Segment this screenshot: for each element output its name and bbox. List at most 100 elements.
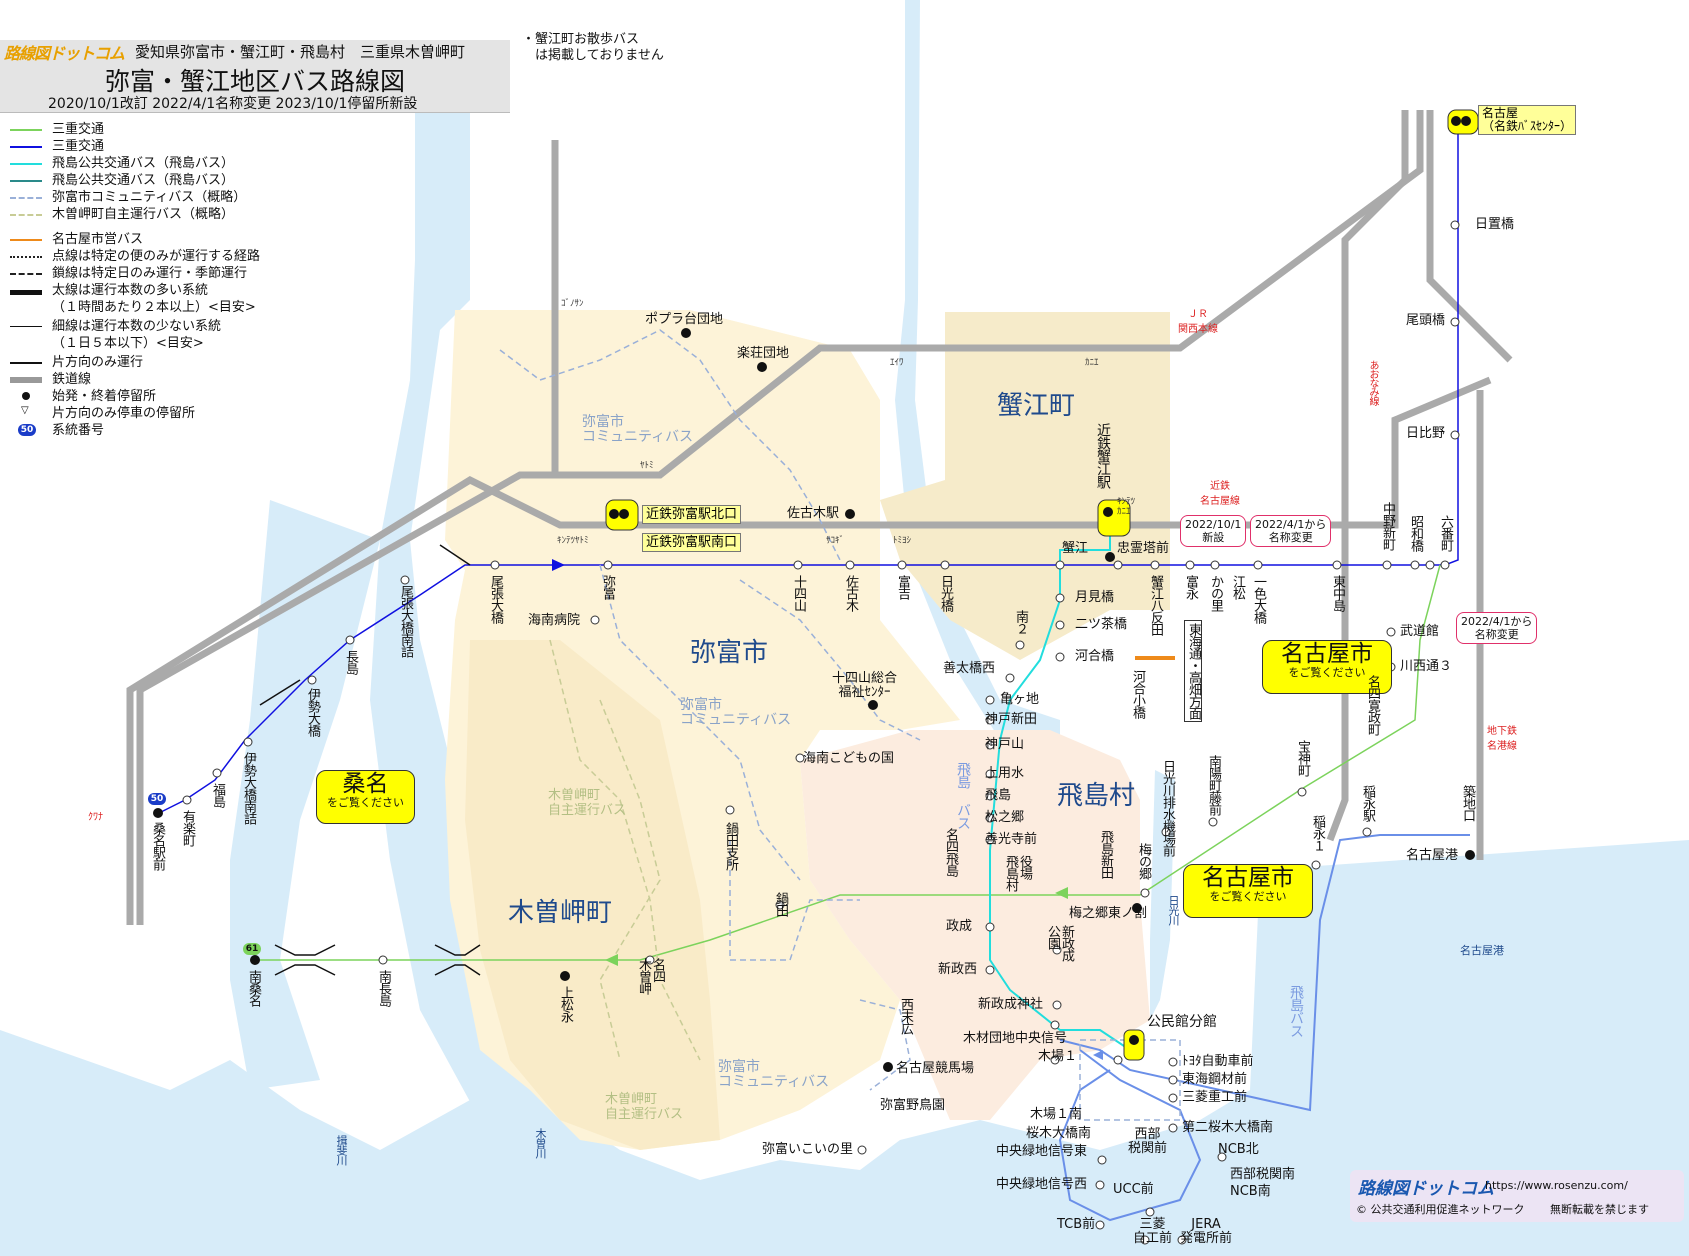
- stop-mitsubishi-jiko[interactable]: 三菱 自工前: [1133, 1217, 1173, 1246]
- stop-nikkogawa-haisui[interactable]: 日光川排水機場前: [1160, 760, 1175, 856]
- stop-kanie[interactable]: 蟹江: [1062, 541, 1089, 556]
- stop-ncb-kita[interactable]: NCB北: [1218, 1142, 1259, 1157]
- stop-ariraku[interactable]: 有楽町: [180, 810, 195, 846]
- stop-kanosato[interactable]: かの里: [1208, 575, 1223, 611]
- stop-tcb[interactable]: TCB前: [1057, 1217, 1096, 1232]
- stop-shinseisei-nishi[interactable]: 新政西: [938, 962, 978, 977]
- site-logo[interactable]: 路線図ドットコム: [4, 44, 125, 63]
- stop-kamiyosui[interactable]: 上用水: [985, 766, 1025, 781]
- stop-takaramachi[interactable]: 宝神町: [1295, 740, 1310, 776]
- terminal-kintetsu-yatomi-north[interactable]: 近鉄弥富駅北口: [642, 505, 742, 524]
- terminal-kintetsu-yatomi-south[interactable]: 近鉄弥富駅南口: [642, 533, 742, 552]
- stop-sakogi[interactable]: 佐古木: [843, 575, 858, 611]
- stop-tomiyoshi[interactable]: 富吉: [895, 575, 910, 599]
- stop-hiokibashi[interactable]: 日置橋: [1475, 217, 1515, 232]
- stop-seibu-zeikan[interactable]: 西部 税関前: [1128, 1127, 1168, 1156]
- stop-kamimatsunaga[interactable]: 上松永: [558, 986, 573, 1022]
- stop-fukushima[interactable]: 福島: [210, 783, 225, 807]
- stop-chureito[interactable]: 忠霊塔前: [1117, 541, 1170, 556]
- stop-shinseisei-jinja[interactable]: 新政成神社: [978, 997, 1044, 1012]
- stop-kiba1[interactable]: 木場１: [1038, 1049, 1078, 1064]
- stop-yakuba[interactable]: 役場 飛島村: [1003, 855, 1032, 891]
- stop-kuwana-eki[interactable]: 桑名駅前: [150, 822, 165, 870]
- footer-url[interactable]: https://www.rosenzu.com/: [1485, 1179, 1628, 1192]
- stop-tomie[interactable]: 富永: [1183, 575, 1198, 599]
- stop-nagoyako[interactable]: 名古屋港: [1406, 848, 1459, 863]
- stop-kawai[interactable]: 河合橋: [1075, 649, 1115, 664]
- stop-chuo-ryokuchi-higashi[interactable]: 中央緑地信号東: [996, 1144, 1088, 1159]
- stop-kaiyo-hospital[interactable]: 海南病院: [528, 613, 581, 628]
- stop-kobe-shinden[interactable]: 神戸新田: [985, 712, 1038, 727]
- stop-isshiki[interactable]: 一色大橋: [1251, 575, 1266, 623]
- stop-inae-eki[interactable]: 稲永駅: [1360, 785, 1375, 821]
- stop-tsukiji[interactable]: 築地口: [1460, 785, 1475, 821]
- stop-juushiyama[interactable]: 十四山: [791, 575, 806, 611]
- stop-tobishima-shinden[interactable]: 飛島新田: [1098, 830, 1113, 878]
- stop-chuo-ryokuchi-nishi[interactable]: 中央緑地信号西: [996, 1177, 1088, 1192]
- stop-jushiyama-center[interactable]: 十四山総合 福祉ｾﾝﾀｰ: [832, 671, 898, 700]
- stop-nikkobashi[interactable]: 日光橋: [938, 575, 953, 611]
- stop-kiba1-minami[interactable]: 木場１南: [1030, 1107, 1083, 1122]
- stop-sakogi-station[interactable]: 佐古木駅: [787, 506, 840, 521]
- stop-meishi-tobishima[interactable]: 名四飛島: [943, 828, 958, 876]
- stop-nabeta[interactable]: 鍋田: [773, 892, 788, 916]
- stop-kawai-kobashi[interactable]: 河合小橋: [1130, 670, 1145, 718]
- stop-nabeta-shisho[interactable]: 鍋田支所: [723, 822, 738, 870]
- stop-minami-nagashima[interactable]: 南長島: [376, 970, 391, 1006]
- stop-mitsubishi-jukogyo[interactable]: 三菱重工前: [1182, 1090, 1248, 1105]
- stop-poplar[interactable]: ポプラ台団地: [645, 312, 724, 327]
- stop-mokuzai[interactable]: 木材団地中央信号: [963, 1031, 1068, 1046]
- stop-tokai-kozai[interactable]: 東海鋼材前: [1182, 1072, 1248, 1087]
- stop-nagashima[interactable]: 長島: [343, 650, 358, 674]
- terminal-kanie-station[interactable]: 近鉄蟹江駅: [1095, 423, 1111, 488]
- stop-hibino[interactable]: 日比野: [1406, 426, 1446, 441]
- stop-tobishima[interactable]: 飛島: [985, 788, 1012, 803]
- stop-higashinaka[interactable]: 東中島: [1330, 575, 1345, 611]
- stop-sakuragi-ohashi-minami[interactable]: 桜木大橋南: [1026, 1126, 1092, 1141]
- stop-umenogo[interactable]: 梅の郷: [1136, 843, 1151, 879]
- stop-seisei[interactable]: 政成: [946, 919, 973, 934]
- stop-zenkoji[interactable]: 善光寺前: [985, 832, 1038, 847]
- stop-umenogo-higashi[interactable]: 梅之郷東ノ割: [1069, 906, 1148, 921]
- nagoya-ref-box-2[interactable]: 名古屋市をご覧ください: [1183, 864, 1313, 918]
- terminal-todo-takabata[interactable]: 東海通・高畑方面: [1184, 620, 1202, 722]
- stop-kaiyo-kodomo[interactable]: 海南こどもの国: [803, 751, 895, 766]
- terminal-kominkan[interactable]: 公民館分館: [1147, 1014, 1217, 1030]
- stop-nanyocho[interactable]: 南陽町藤前: [1206, 755, 1221, 815]
- stop-kobeyama[interactable]: 神戸山: [985, 737, 1025, 752]
- stop-meishi-kisosaki[interactable]: 名四 木曽岬: [636, 958, 665, 994]
- stop-futatsuya[interactable]: 二ツ茶橋: [1075, 617, 1128, 632]
- stop-kawanishi3[interactable]: 川西通３: [1400, 659, 1453, 674]
- stop-nakano-shinmachi[interactable]: 中野新町: [1380, 502, 1395, 550]
- stop-ashitahashi-nishi[interactable]: 善太橋西: [943, 661, 996, 676]
- stop-ucc[interactable]: UCC前: [1113, 1182, 1154, 1197]
- stop-shinseisei-koen[interactable]: 新政成 公園: [1045, 925, 1074, 961]
- stop-inae1[interactable]: 稲永１: [1310, 815, 1325, 851]
- stop-minami2[interactable]: 南２: [1013, 610, 1028, 634]
- stop-tsukimi[interactable]: 月見橋: [1075, 590, 1115, 605]
- stop-emmatsu[interactable]: 江松: [1230, 575, 1245, 599]
- terminal-nagoya-meitetsu[interactable]: 名古屋 （名鉄ﾊﾞｽｾﾝﾀｰ）: [1478, 105, 1577, 135]
- stop-kanie-yatan[interactable]: 蟹江八反田: [1148, 575, 1163, 635]
- stop-rakuso[interactable]: 楽荘団地: [737, 346, 790, 361]
- stop-rokubancho[interactable]: 六番町: [1438, 515, 1453, 551]
- stop-owari-ohashi-minami[interactable]: 尾張大橋南詰: [398, 585, 413, 657]
- stop-meishi-kanseicho[interactable]: 名四寛政町: [1365, 675, 1380, 735]
- stop-budokan[interactable]: 武道館: [1400, 624, 1440, 639]
- stop-toyota-jidosha[interactable]: ﾄﾖﾀ自動車前: [1182, 1054, 1254, 1069]
- stop-nishisuehiro[interactable]: 西末広: [898, 998, 913, 1034]
- stop-nagoya-keiba[interactable]: 名古屋競馬場: [896, 1061, 975, 1076]
- stop-kamegaike[interactable]: 亀ヶ地: [1000, 692, 1040, 707]
- stop-ise-ohashi[interactable]: 伊勢大橋: [305, 688, 320, 736]
- stop-daini-sakuragi[interactable]: 第二桜木大橋南: [1182, 1120, 1274, 1135]
- stop-showabashi[interactable]: 昭和橋: [1408, 515, 1423, 551]
- stop-yatomi[interactable]: 弥富: [600, 575, 615, 599]
- stop-yatomi-yacho[interactable]: 弥富野鳥園: [880, 1098, 946, 1113]
- stop-bitoubashi[interactable]: 尾頭橋: [1406, 313, 1446, 328]
- stop-minami-kuwana[interactable]: 南桑名: [246, 970, 261, 1006]
- nagoya-ref-box-1[interactable]: 名古屋市をご覧ください: [1262, 640, 1392, 694]
- stop-yatomi-ikoi[interactable]: 弥富いこいの里: [762, 1142, 854, 1157]
- stop-owari-ohashi[interactable]: 尾張大橋: [488, 575, 503, 623]
- kuwana-ref-box[interactable]: 桑名をご覧ください: [316, 770, 415, 824]
- stop-matsunogo[interactable]: 松之郷: [985, 810, 1025, 825]
